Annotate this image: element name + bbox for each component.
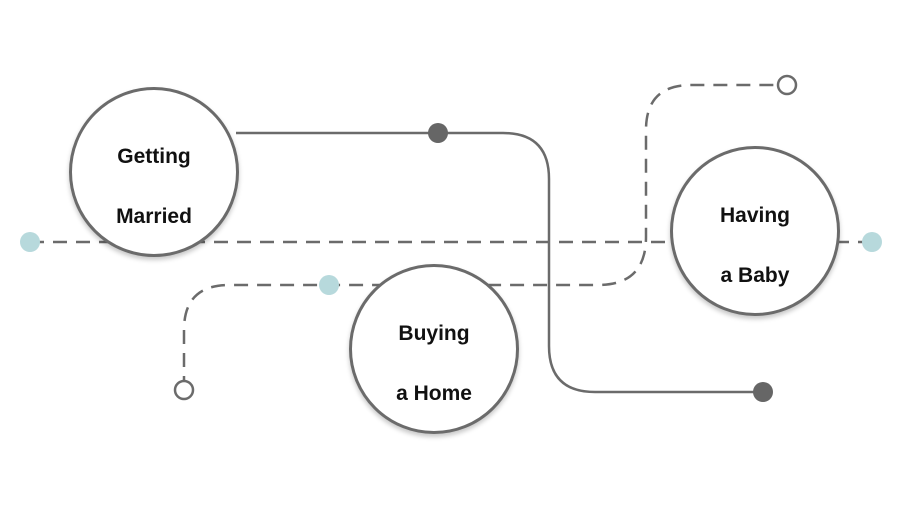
solid-connector-line [236, 131, 763, 394]
dark-dot-bottom [753, 382, 773, 402]
label-line-2: a Home [396, 382, 472, 405]
dark-dot-top [428, 123, 448, 143]
label-line-1: Buying [398, 322, 470, 345]
node-label: Getting Married [116, 112, 192, 232]
open-circle-top-right [776, 74, 798, 96]
label-line-2: Married [116, 205, 192, 228]
node-getting-married: Getting Married [69, 87, 239, 257]
teal-dot-right [862, 232, 882, 252]
teal-dot-middle [319, 275, 339, 295]
label-line-1: Having [719, 204, 790, 227]
dashed-curved-line [182, 83, 787, 390]
label-line-1: Getting [117, 145, 191, 168]
node-buying-a-home: Buying a Home [349, 264, 519, 434]
node-label: Buying a Home [396, 289, 472, 409]
label-line-2: a Baby [720, 264, 790, 287]
teal-dot-left [20, 232, 40, 252]
open-circle-bottom-left [173, 379, 195, 401]
node-label: Having a Baby [720, 171, 790, 291]
node-having-a-baby: Having a Baby [670, 146, 840, 316]
